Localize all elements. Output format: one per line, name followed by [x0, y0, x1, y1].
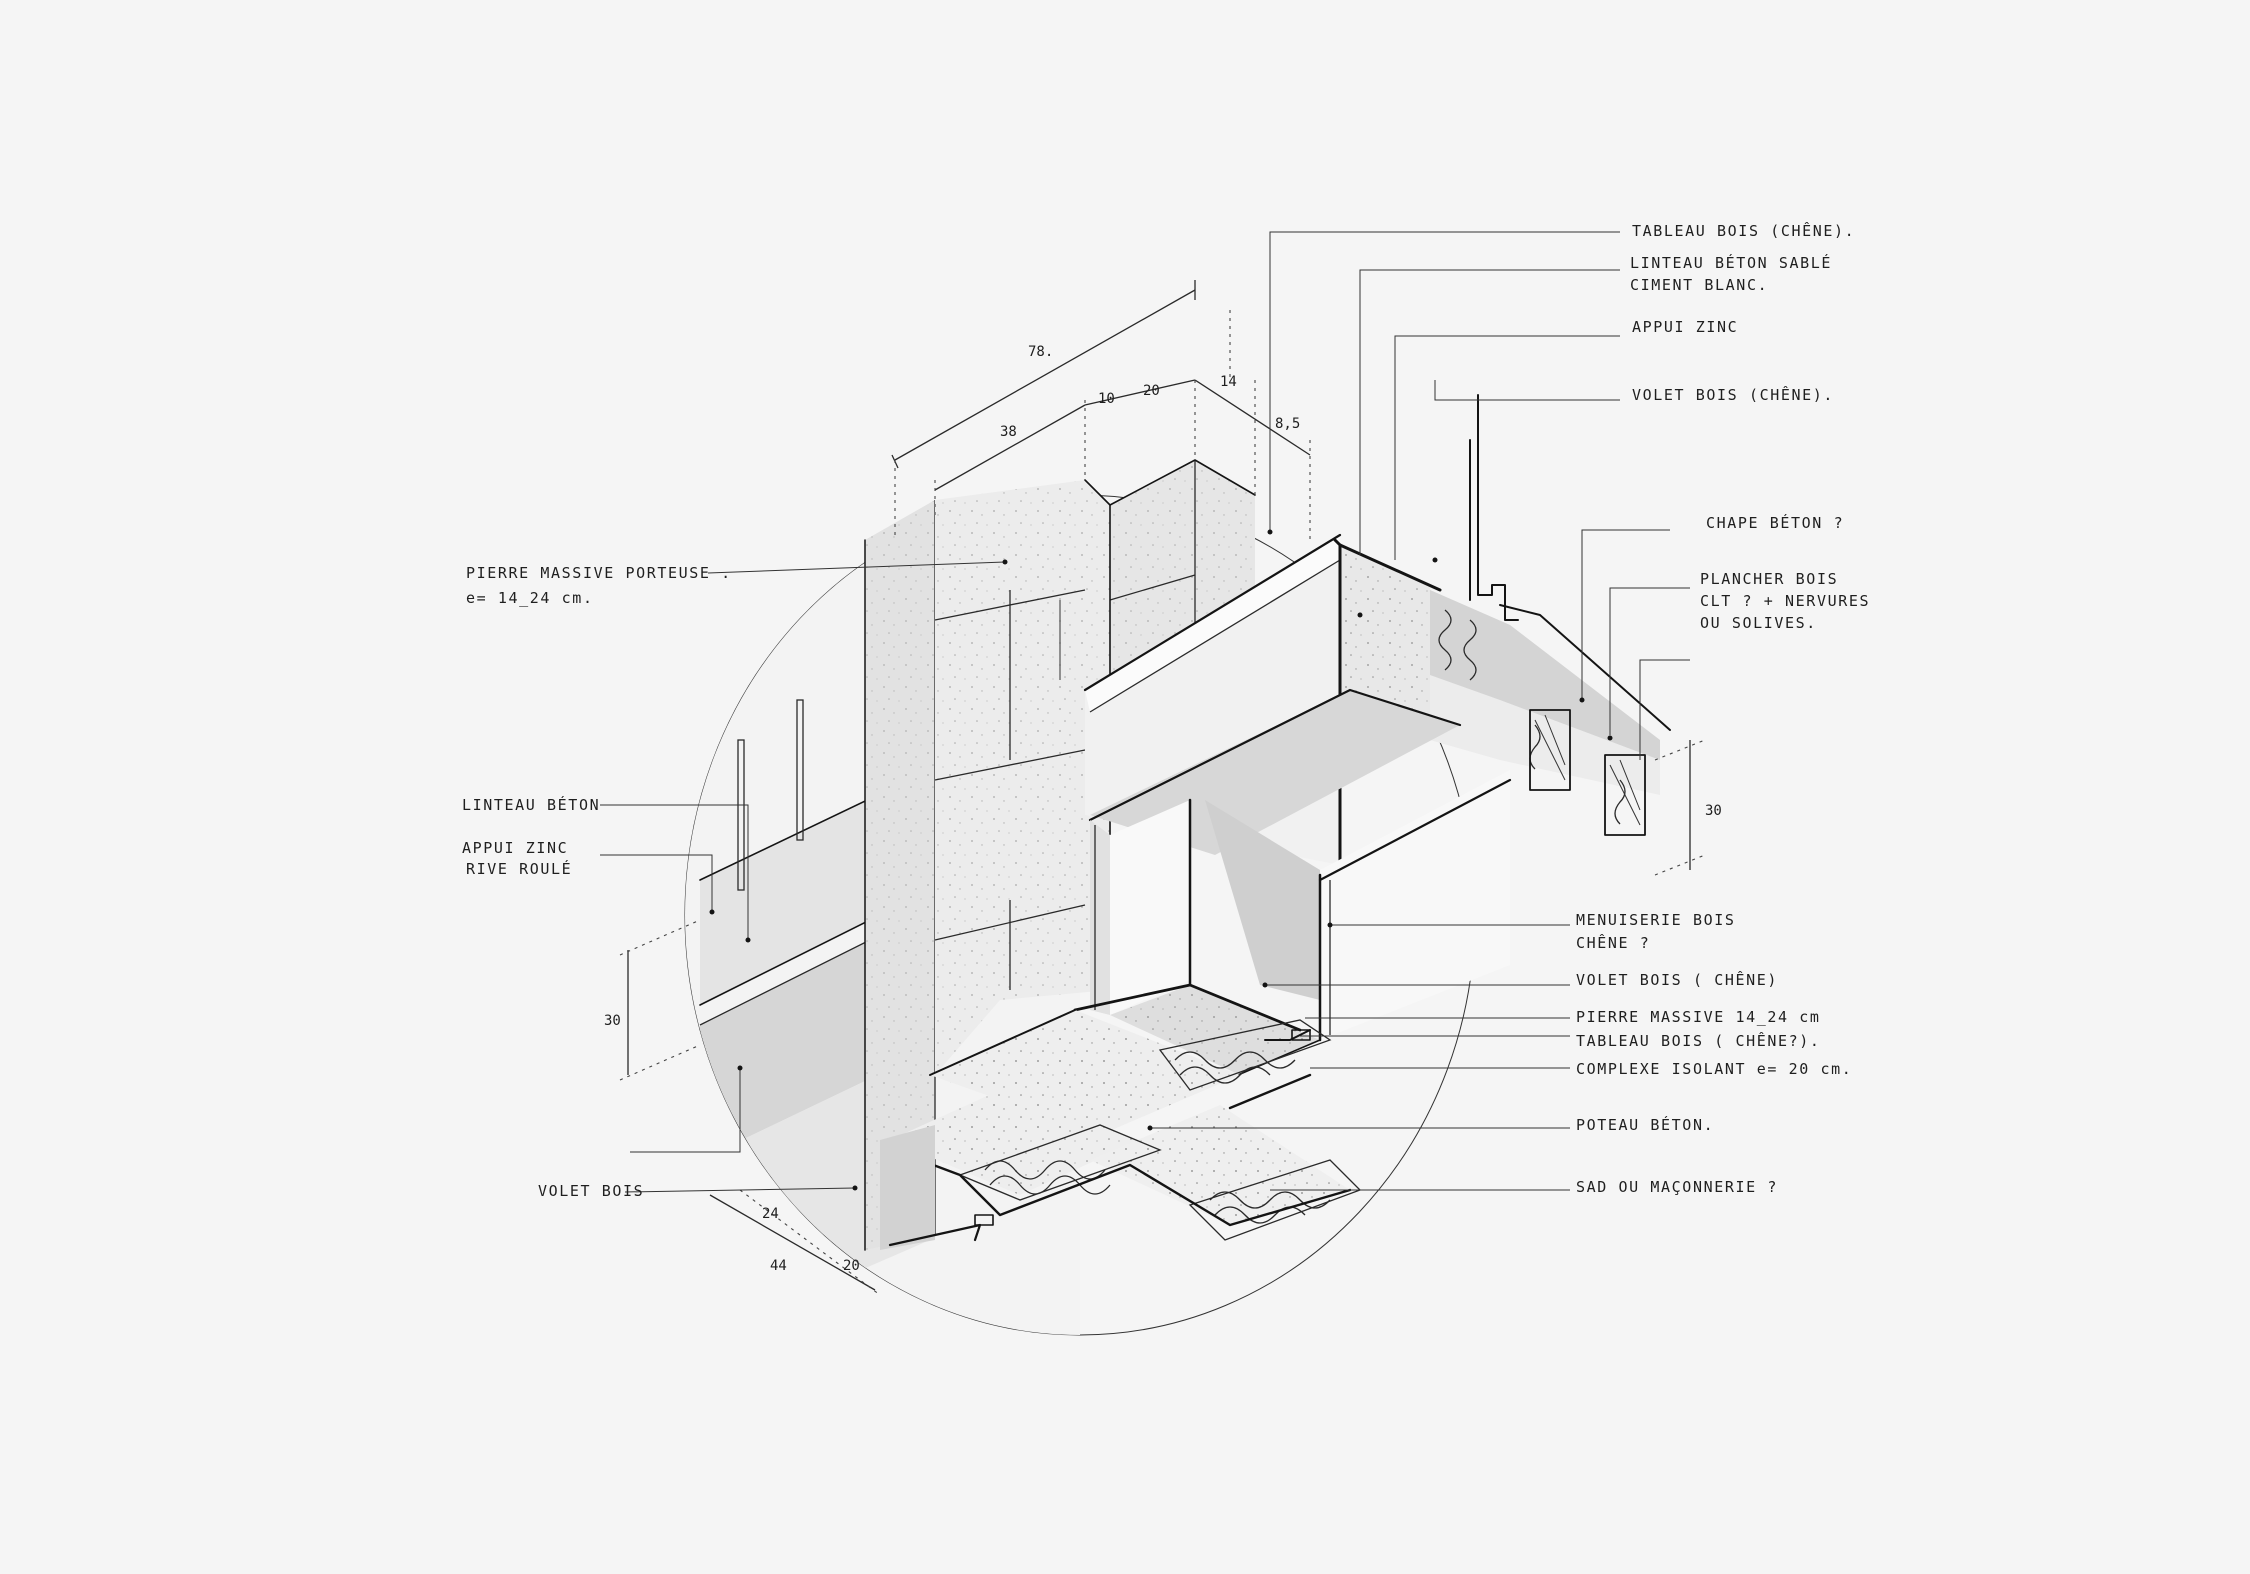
label-ou-solives: OU SOLIVES.	[1700, 614, 1817, 632]
label-sad-maconnerie: SAD OU MAÇONNERIE ?	[1576, 1178, 1778, 1196]
leader-lines-right	[1147, 231, 1690, 1191]
label-pierre-massive-porteuse: PIERRE MASSIVE PORTEUSE .	[466, 564, 732, 582]
label-tableau-bois-right: TABLEAU BOIS ( CHÊNE?).	[1576, 1031, 1821, 1050]
label-plancher-bois: PLANCHER BOIS	[1700, 570, 1838, 588]
label-poteau-beton: POTEAU BÉTON.	[1576, 1115, 1714, 1134]
labels-left: PIERRE MASSIVE PORTEUSE . e= 14_24 cm. L…	[462, 564, 732, 1200]
label-volet-bois-left: VOLET BOIS	[538, 1182, 644, 1200]
dim-20: 20	[1143, 383, 1160, 399]
label-menuiserie-bois: MENUISERIE BOIS	[1576, 911, 1735, 929]
dim-38: 38	[1000, 424, 1017, 440]
dim-10: 10	[1098, 391, 1115, 407]
leader-lines-left	[600, 559, 1008, 1193]
labels-right: TABLEAU BOIS (CHÊNE). LINTEAU BÉTON SABL…	[1576, 221, 1870, 1196]
label-linteau-beton-sable: LINTEAU BÉTON SABLÉ	[1630, 253, 1832, 272]
label-linteau-beton-left: LINTEAU BÉTON	[462, 795, 600, 814]
dim-8-5: 8,5	[1275, 416, 1300, 432]
central-stone-pier	[864, 459, 1256, 1251]
label-clt-nervures: CLT ? + NERVURES	[1700, 592, 1870, 610]
dim-20-bottom: 20	[843, 1258, 860, 1274]
label-ciment-blanc: CIMENT BLANC.	[1630, 276, 1768, 294]
label-rive-roule: RIVE ROULÉ	[466, 859, 572, 878]
label-tableau-bois-top: TABLEAU BOIS (CHÊNE).	[1632, 221, 1855, 240]
floor-section-cut	[880, 1009, 1362, 1250]
dim-left-30: 30	[604, 1013, 621, 1029]
label-appui-zinc-top: APPUI ZINC	[1632, 318, 1738, 336]
label-complexe-isolant: COMPLEXE ISOLANT e= 20 cm.	[1576, 1060, 1852, 1078]
label-appui-zinc-left: APPUI ZINC	[462, 839, 568, 857]
window-reveal	[1073, 688, 1512, 1076]
dim-14: 14	[1220, 374, 1237, 390]
label-chape-beton: CHAPE BÉTON ?	[1706, 513, 1844, 532]
label-menuiserie-chene: CHÊNE ?	[1576, 933, 1650, 952]
dim-right-30: 30	[1705, 803, 1722, 819]
label-volet-bois-right: VOLET BOIS ( CHÊNE)	[1576, 970, 1778, 989]
label-pierre-epaisseur: e= 14_24 cm.	[466, 589, 594, 607]
dim-78: 78.	[1028, 344, 1053, 360]
dim-44: 44	[770, 1258, 787, 1274]
dimension-lines: 78. 38 10 20 14 8,5 30 30 24 44 20	[604, 280, 1722, 1296]
label-volet-bois-top: VOLET BOIS (CHÊNE).	[1632, 385, 1834, 404]
dim-24: 24	[762, 1206, 779, 1222]
label-pierre-massive-right: PIERRE MASSIVE 14_24 cm	[1576, 1008, 1821, 1026]
